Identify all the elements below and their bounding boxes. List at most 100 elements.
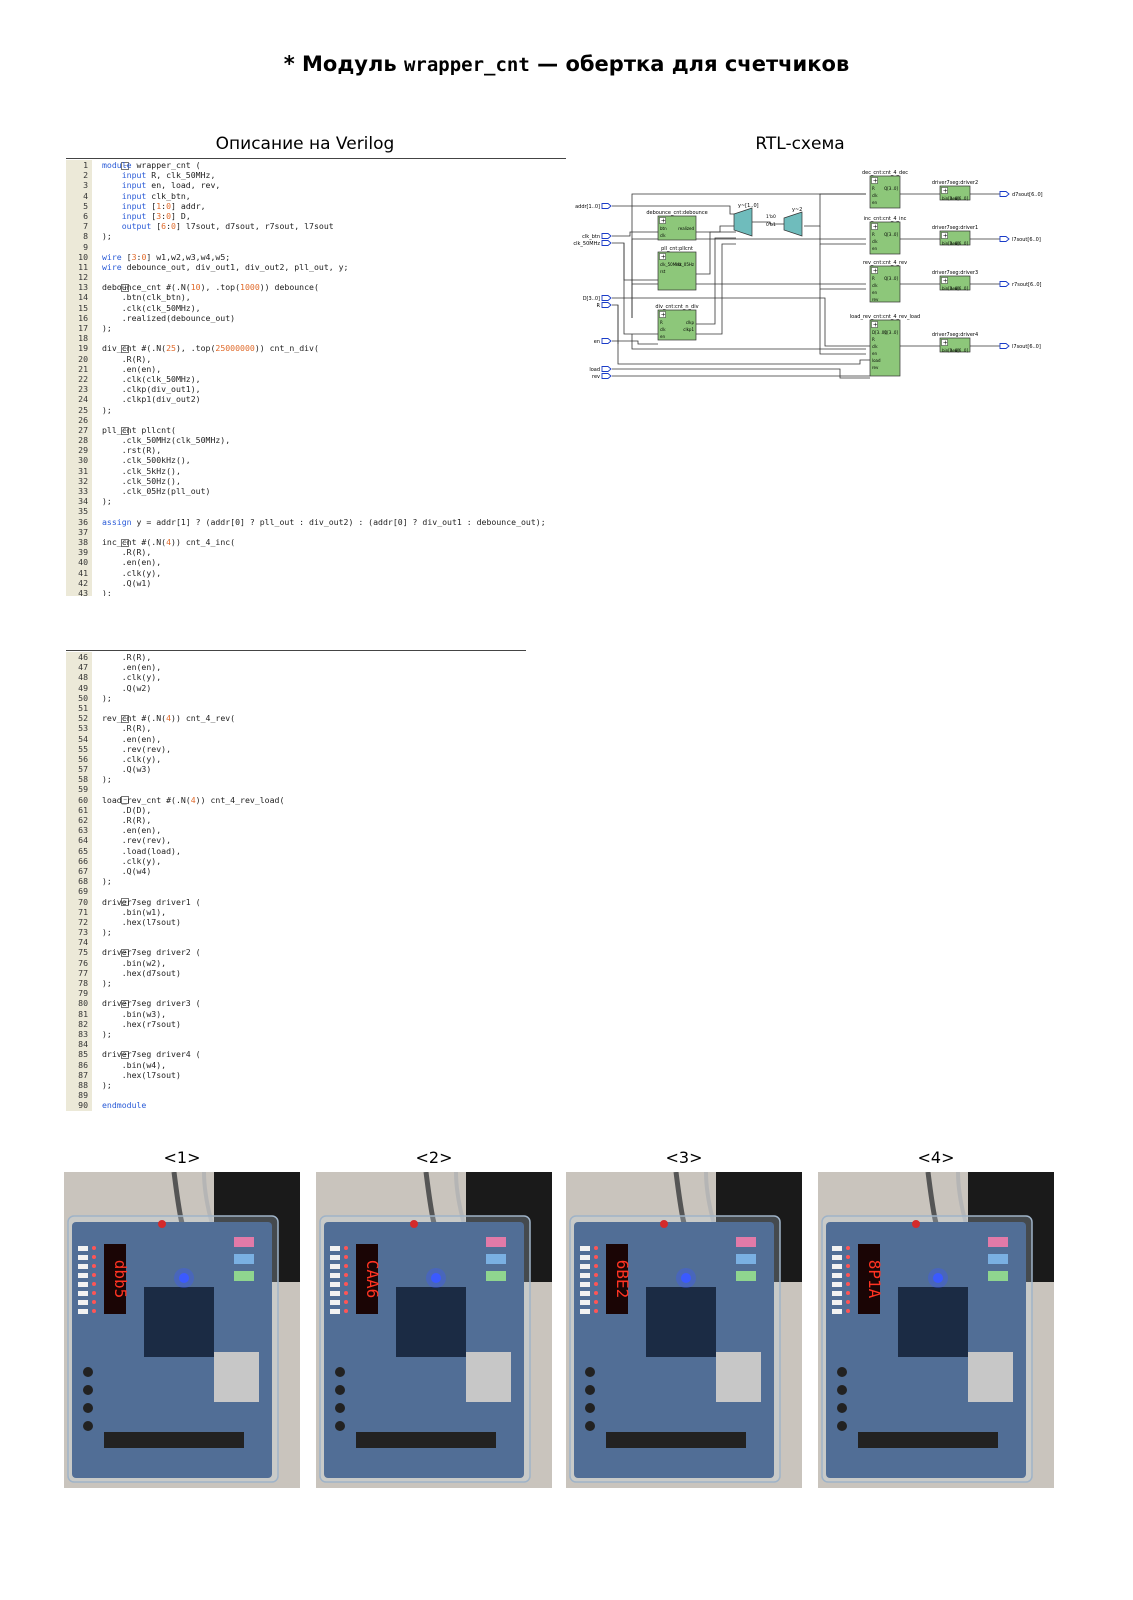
usb-ports xyxy=(968,1352,1013,1402)
block-out-pin: realized xyxy=(678,226,694,231)
line-number: 7 xyxy=(83,221,88,232)
line-number: 17 xyxy=(78,323,88,333)
usb-ports xyxy=(716,1352,761,1402)
code-line xyxy=(102,988,284,998)
page-title: * Модуль wrapper_cnt — обертка для счетч… xyxy=(0,52,1133,76)
mux-1-label: y~[1..0] xyxy=(738,203,759,209)
output-port-icon xyxy=(999,343,1010,349)
fold-toggle-icon[interactable]: − xyxy=(121,898,129,907)
block-in-pin: en xyxy=(872,246,877,251)
line-number: 40 xyxy=(78,557,88,568)
fold-toggle-icon[interactable]: − xyxy=(121,1051,129,1060)
switch xyxy=(832,1255,842,1260)
input-port-label: clk_btn xyxy=(582,234,600,240)
fold-toggle-icon[interactable]: − xyxy=(121,345,129,354)
code-line xyxy=(102,937,284,947)
code1-top-border xyxy=(66,158,566,159)
line-number: 90 xyxy=(78,1100,88,1111)
code-line: .clk(y), xyxy=(102,567,162,578)
fold-toggle-icon[interactable]: − xyxy=(121,538,129,547)
expand-icon xyxy=(871,267,878,274)
audio-jack xyxy=(486,1237,506,1247)
input-port-label: D[3..0] xyxy=(583,296,600,302)
input-port-icon xyxy=(601,240,612,246)
rtl-blocks: +debounce_cnt:debouncebtnclkrealized+pll… xyxy=(646,170,978,377)
line-number: 27 xyxy=(78,424,88,435)
led xyxy=(344,1282,348,1286)
line-number: 36 xyxy=(78,516,88,527)
fold-toggle-icon[interactable]: − xyxy=(121,1000,129,1009)
fold-toggle-icon[interactable]: − xyxy=(121,796,129,805)
code-line: .hex(d7sout) xyxy=(102,967,181,978)
led xyxy=(846,1300,850,1304)
code-line: output [6:0] l7sout, d7sout, r7sout, l7s… xyxy=(121,221,334,232)
switch xyxy=(78,1291,88,1296)
block-in-pin: en xyxy=(872,200,877,205)
block-out-pin: Q[3..0] xyxy=(884,276,898,281)
fold-toggle-icon[interactable]: − xyxy=(121,949,129,958)
line-number: 15 xyxy=(78,302,88,313)
expand-plus: + xyxy=(873,177,878,184)
line-number: 67 xyxy=(78,865,88,876)
line-number: 4 xyxy=(83,190,88,201)
code-line: .clk_5kHz(), xyxy=(102,465,181,476)
push-button xyxy=(837,1385,847,1395)
fold-toggle-icon[interactable]: − xyxy=(121,426,129,435)
block-out-pin: Q[3..0] xyxy=(884,186,898,191)
line-number: 63 xyxy=(78,825,88,836)
switch xyxy=(78,1246,88,1251)
fold-toggle-icon[interactable]: − xyxy=(121,714,129,723)
switch xyxy=(330,1291,340,1296)
line-number: 2 xyxy=(83,170,88,181)
red-button xyxy=(912,1220,920,1228)
led xyxy=(344,1255,348,1259)
line-number: 1 xyxy=(83,160,88,170)
expand-icon xyxy=(941,277,948,284)
code-line: driver7seg driver2 ( xyxy=(102,947,201,958)
push-button xyxy=(335,1367,345,1377)
block-out-pin: hex[6..0] xyxy=(950,241,968,246)
expand-icon xyxy=(659,311,666,318)
fold-toggle-icon[interactable]: − xyxy=(121,283,129,292)
code-line: input R, clk_50MHz, xyxy=(121,170,216,181)
red-button xyxy=(158,1220,166,1228)
line-number: 10 xyxy=(78,251,88,262)
block-in-pin: rev xyxy=(872,365,879,370)
led xyxy=(344,1273,348,1277)
block-in-pin: bin[3..0] xyxy=(942,241,959,246)
block-in-pin: bin[3..0] xyxy=(942,196,959,201)
fold-toggle-icon[interactable]: − xyxy=(121,161,129,170)
seven-seg-display xyxy=(606,1244,628,1314)
line-number: 82 xyxy=(78,1018,88,1029)
block-out-pin: clkp xyxy=(686,320,695,325)
line-number: 32 xyxy=(78,475,88,486)
switch xyxy=(832,1273,842,1278)
block-in-pin: en xyxy=(872,351,877,356)
switch xyxy=(832,1291,842,1296)
title-suffix: — обертка для счетчиков xyxy=(529,52,850,76)
code-line: ); xyxy=(102,404,112,415)
line-number: 6 xyxy=(83,210,88,221)
expand-plus: + xyxy=(661,217,666,224)
block-in-pin: clk xyxy=(660,327,666,332)
code-line: .Q(w3) xyxy=(102,764,152,775)
rtl-heading: RTL-схема xyxy=(755,134,845,154)
code-line: .hex(r7sout) xyxy=(102,1018,181,1029)
output-port-icon xyxy=(999,236,1010,242)
code-line: ); xyxy=(102,587,112,596)
output-port-icon xyxy=(999,191,1010,197)
line-number: 52 xyxy=(78,713,88,724)
code-line: .clk(clk_50MHz), xyxy=(102,373,201,384)
switch xyxy=(580,1300,590,1305)
expand-plus: + xyxy=(661,311,666,318)
rtl-diagram: addr[1..0]clk_btnclk_50MHzD[3..0]Renload… xyxy=(573,170,1042,380)
line-number: 75 xyxy=(78,947,88,958)
line-number: 56 xyxy=(78,753,88,764)
expand-icon xyxy=(941,339,948,346)
switch xyxy=(330,1246,340,1251)
blue-led xyxy=(681,1273,691,1283)
line-number: 81 xyxy=(78,1008,88,1019)
